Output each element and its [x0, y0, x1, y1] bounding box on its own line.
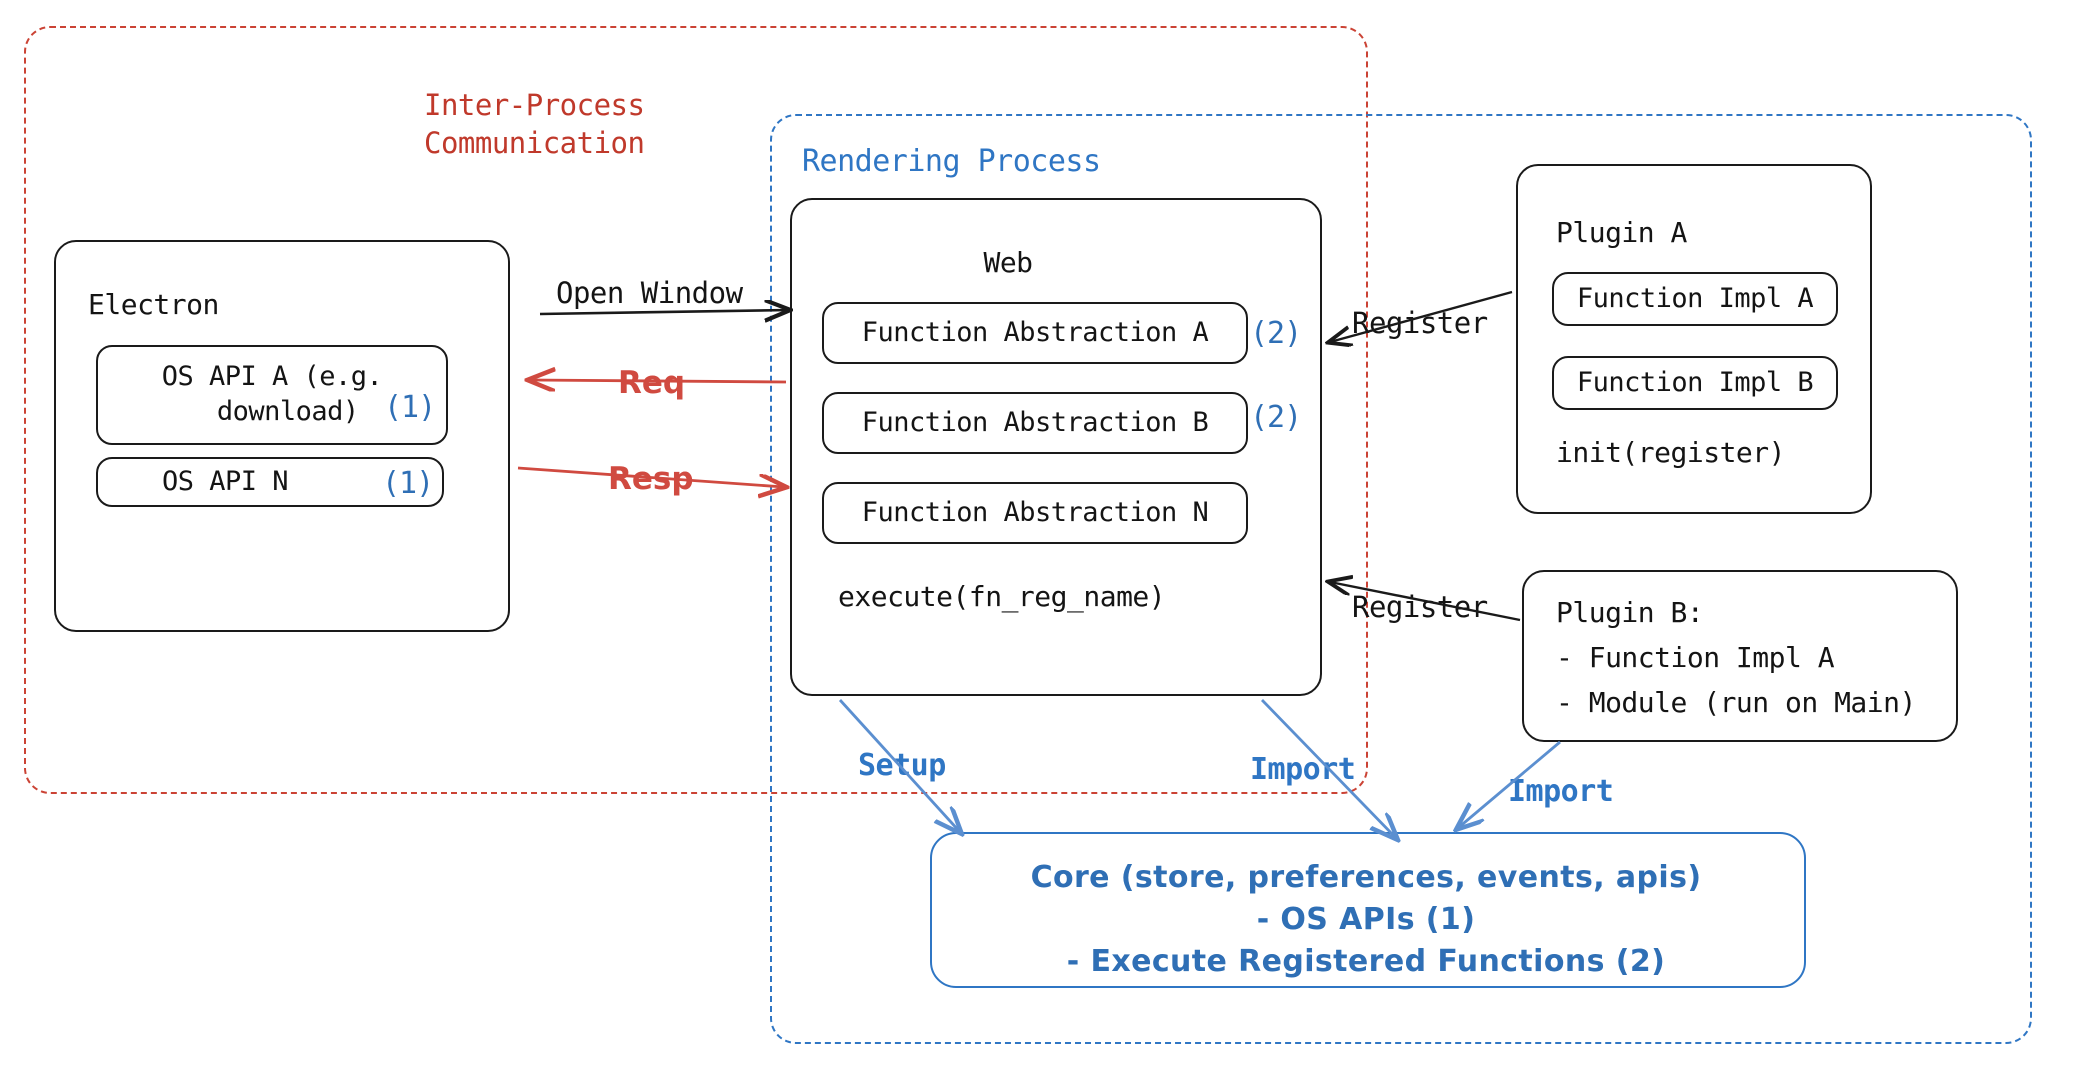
web-box	[790, 198, 1322, 696]
web-execute-label: execute(fn_reg_name)	[838, 580, 1166, 613]
os-api-a-marker: (1)	[384, 390, 436, 425]
arrow-label-resp: Resp	[608, 461, 694, 497]
os-api-n-marker: (1)	[382, 466, 434, 501]
arrow-label-req: Req	[618, 365, 686, 401]
plugin-a-function-impl-a-box[interactable]: Function Impl A	[1552, 272, 1838, 326]
plugin-b-line-2: - Module (run on Main)	[1556, 686, 1916, 719]
core-line-1: - OS APIs (1)	[1256, 902, 1476, 937]
function-abstraction-b-marker: (2)	[1250, 400, 1302, 435]
function-abstraction-b-box[interactable]: Function Abstraction B	[822, 392, 1248, 454]
plugin-b-line-1: - Function Impl A	[1556, 641, 1835, 674]
plugin-a-title: Plugin A	[1556, 216, 1687, 249]
arrow-label-import-right: Import	[1508, 774, 1614, 809]
arrow-label-register-bottom: Register	[1352, 590, 1488, 624]
function-abstraction-n-box[interactable]: Function Abstraction N	[822, 482, 1248, 544]
os-api-n-box[interactable]: OS API N	[96, 457, 444, 507]
region-inter-process-communication	[24, 26, 1368, 794]
arrow-label-setup: Setup	[858, 748, 946, 783]
plugin-a-box	[1516, 164, 1872, 514]
plugin-b-box	[1522, 570, 1958, 742]
region-rendering-process	[770, 114, 2032, 1044]
plugin-a-init-label: init(register)	[1556, 436, 1786, 469]
arrow-label-register-top: Register	[1352, 306, 1488, 340]
electron-title: Electron	[88, 288, 219, 321]
region-ipc-title: Inter-Process Communication	[424, 88, 645, 161]
electron-box	[54, 240, 510, 632]
region-rendering-process-title: Rendering Process	[802, 144, 1101, 179]
arrow-label-import-left: Import	[1250, 752, 1356, 787]
arrow-label-open-window: Open Window	[556, 276, 743, 310]
function-abstraction-a-box[interactable]: Function Abstraction A	[822, 302, 1248, 364]
core-line-2: - Execute Registered Functions (2)	[1066, 944, 1666, 979]
os-api-a-box[interactable]: OS API A (e.g. download)	[96, 345, 448, 445]
web-title: Web	[983, 246, 1033, 279]
function-abstraction-a-marker: (2)	[1250, 316, 1302, 351]
plugin-b-line-0: Plugin B:	[1556, 596, 1704, 629]
core-line-0: Core (store, preferences, events, apis)	[1030, 860, 1702, 895]
plugin-a-function-impl-b-box[interactable]: Function Impl B	[1552, 356, 1838, 410]
